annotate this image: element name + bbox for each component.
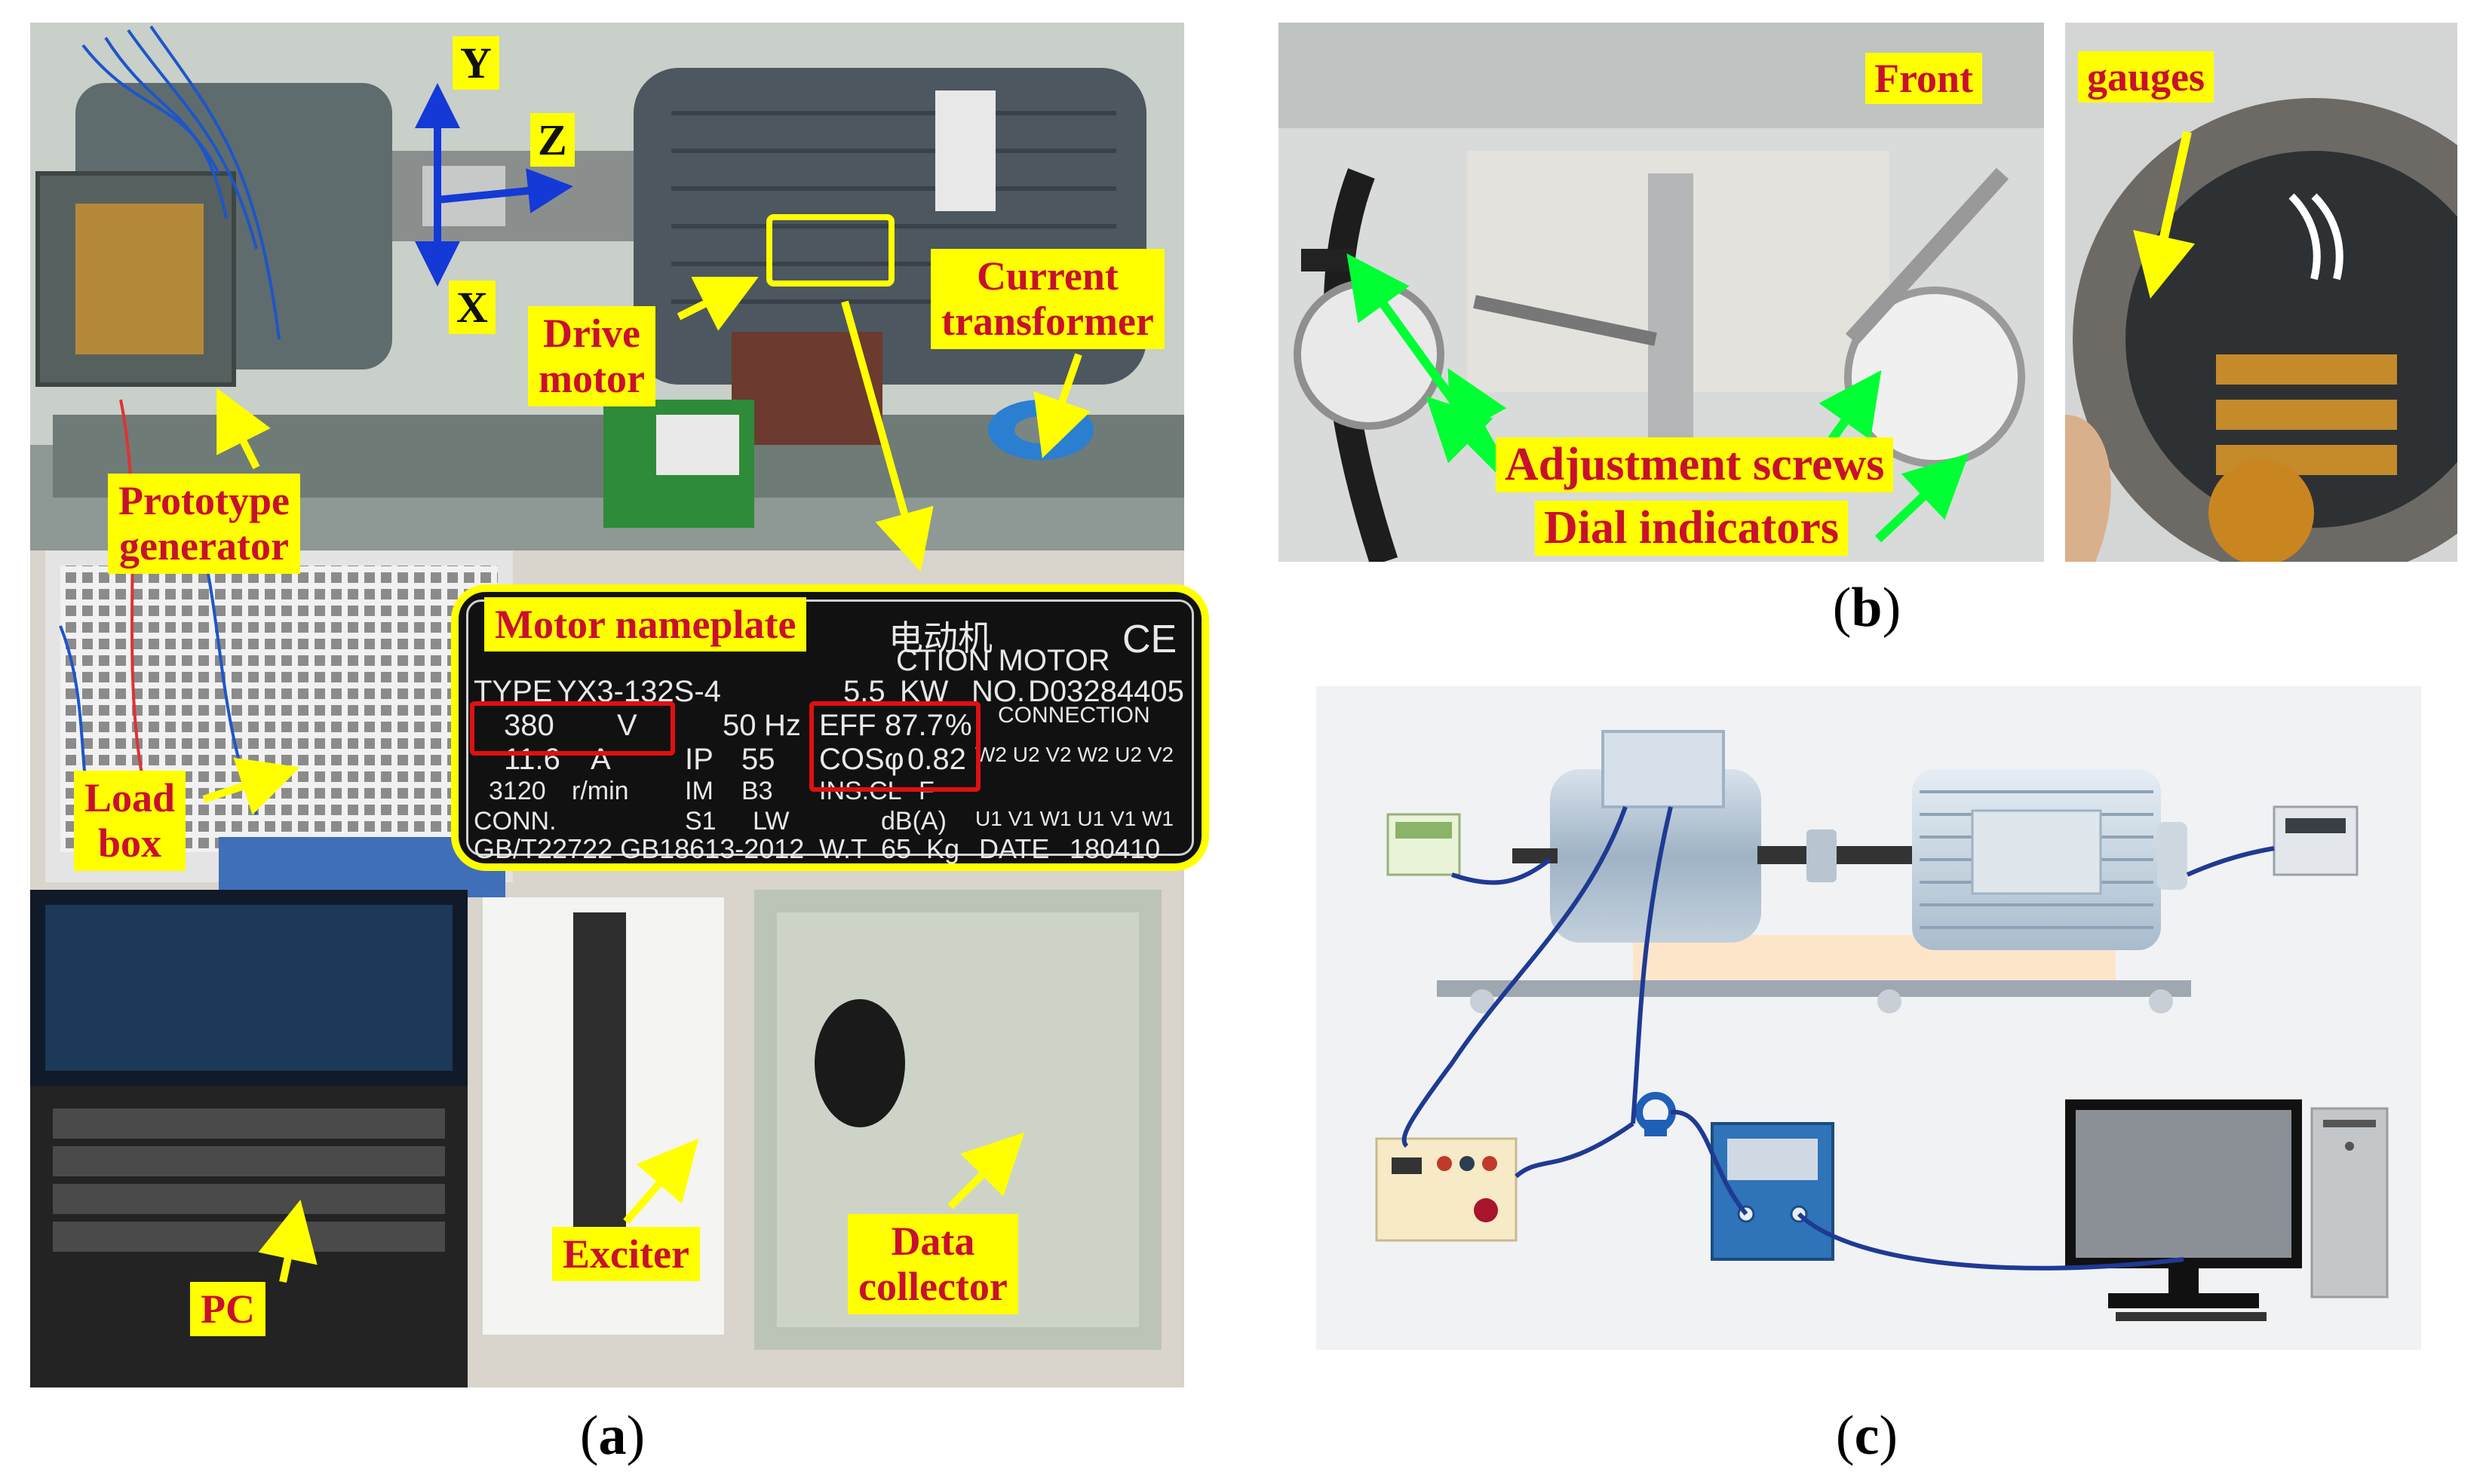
cos-value: 0.82 <box>907 743 966 776</box>
cos-label: COSφ <box>819 743 904 776</box>
cable-daq-pc <box>1797 1212 2184 1271</box>
conn-label: CONN. <box>474 807 557 836</box>
panel-c-diagram <box>1316 686 2421 1350</box>
cable-ct <box>1631 806 1673 1124</box>
voltage-highlight <box>470 701 675 756</box>
label-load-box: Load box <box>74 771 186 871</box>
arrow-gauges <box>2133 130 2196 299</box>
label-adjustment-screws: Adjustment screws <box>1496 437 1894 493</box>
nameplate-location-box <box>766 214 895 287</box>
arrow-dial-right <box>1874 453 1969 543</box>
caption-b: (b) <box>1832 577 1901 639</box>
terms-top: W2 U2 V2 W2 U2 V2 <box>975 743 1174 766</box>
axis-y-label: Y <box>453 36 499 90</box>
arrow-screw-left <box>1346 253 1497 459</box>
eff-label: EFF <box>819 709 876 742</box>
cable-ct-daq <box>1670 1109 1748 1216</box>
panel-b-photo-right <box>2065 23 2457 562</box>
label-current-transformer: Current transformer <box>931 249 1165 349</box>
im-value: B3 <box>741 777 773 805</box>
db-label: dB(A) <box>881 807 947 836</box>
label-gauges: gauges <box>2078 51 2214 103</box>
axis-x-label: X <box>449 281 496 334</box>
no-value: D03284405 <box>1028 675 1184 708</box>
nameplate-header-cn: 电动机 <box>889 618 993 658</box>
right-device <box>2273 805 2359 876</box>
current-value: 11.6 <box>504 743 560 776</box>
arrow-load-box <box>202 757 300 815</box>
panel-b-right-scene <box>2065 98 2457 562</box>
base-plate <box>1437 980 2191 997</box>
terms-bottom: U1 V1 W1 U1 V1 W1 <box>975 807 1174 830</box>
arrow-prototype-generator <box>216 388 271 470</box>
coupling <box>1806 829 1837 882</box>
freq-value: 50 <box>723 709 757 742</box>
connection-label: CONNECTION <box>998 703 1150 728</box>
no-label: NO. <box>971 675 1026 708</box>
eff-value: 87.7 <box>885 709 944 742</box>
panel-b-photo-left <box>1278 23 2044 562</box>
caption-a: (a) <box>579 1405 646 1467</box>
caption-c: (c) <box>1835 1405 1898 1467</box>
label-prototype-generator: Prototype generator <box>108 474 300 574</box>
lw-label: LW <box>753 807 790 836</box>
im-label: IM <box>685 777 714 805</box>
control-box <box>1375 1137 1518 1242</box>
label-dial-indicators: Dial indicators <box>1535 501 1848 556</box>
s1-label: S1 <box>685 807 717 836</box>
nameplate-header: CTION MOTOR <box>896 644 1110 677</box>
generator-body <box>1550 769 1761 943</box>
arrow-pc <box>258 1199 318 1283</box>
label-exciter: Exciter <box>552 1227 700 1282</box>
label-motor-nameplate: Motor nameplate <box>484 597 807 652</box>
pc-tower <box>2310 1107 2389 1298</box>
arrow-nameplate-link <box>841 300 934 572</box>
panel-a-arrows <box>202 83 1091 1283</box>
cable-ct-ctrl <box>1515 1121 1634 1179</box>
freq-unit: Hz <box>764 709 801 742</box>
label-data-collector: Data collector <box>848 1214 1018 1314</box>
axis-z-label: Z <box>530 113 575 167</box>
nameplate-inset: 电动机 CTION MOTOR CE TYPE YX3-132S-4 5.5 K… <box>451 584 1209 871</box>
axis-z-arrow <box>437 168 573 213</box>
cable-ctrl <box>1401 805 1628 1148</box>
arrow-exciter <box>623 1138 699 1225</box>
label-drive-motor: Drive motor <box>528 306 655 406</box>
panel-c-scene <box>1375 730 2389 1321</box>
speed-unit: r/min <box>572 777 629 805</box>
current-unit: A <box>591 743 611 776</box>
eff-unit: % <box>945 709 972 742</box>
cable-left-meter <box>1451 857 1551 885</box>
wt-value: 65 <box>881 833 912 864</box>
generator-terminal-box <box>1601 730 1725 808</box>
wt-unit: Kg <box>926 833 960 864</box>
wt-label: W.T <box>819 833 867 864</box>
arrow-data-collector <box>947 1132 1025 1210</box>
arrow-drive-motor <box>677 277 759 331</box>
keyboard <box>2116 1312 2267 1321</box>
voltage-value: 380 <box>504 709 554 742</box>
date-value: 180410 <box>1070 833 1161 864</box>
ip-value: 55 <box>741 743 775 776</box>
label-front: Front <box>1865 53 1982 105</box>
cable-right-device <box>2186 846 2275 877</box>
ip-label: IP <box>685 743 714 776</box>
label-pc: PC <box>190 1282 265 1337</box>
arrow-current-transformer <box>1033 353 1091 458</box>
speed-value: 3120 <box>489 777 546 805</box>
eff-cos-highlight <box>809 701 981 792</box>
standard-text: GB/T22722 GB18613-2012 <box>474 833 805 864</box>
monitor <box>2065 1099 2302 1268</box>
ce-mark: CE <box>1122 618 1177 661</box>
date-label: DATE <box>979 833 1050 864</box>
voltage-unit: V <box>617 709 637 742</box>
